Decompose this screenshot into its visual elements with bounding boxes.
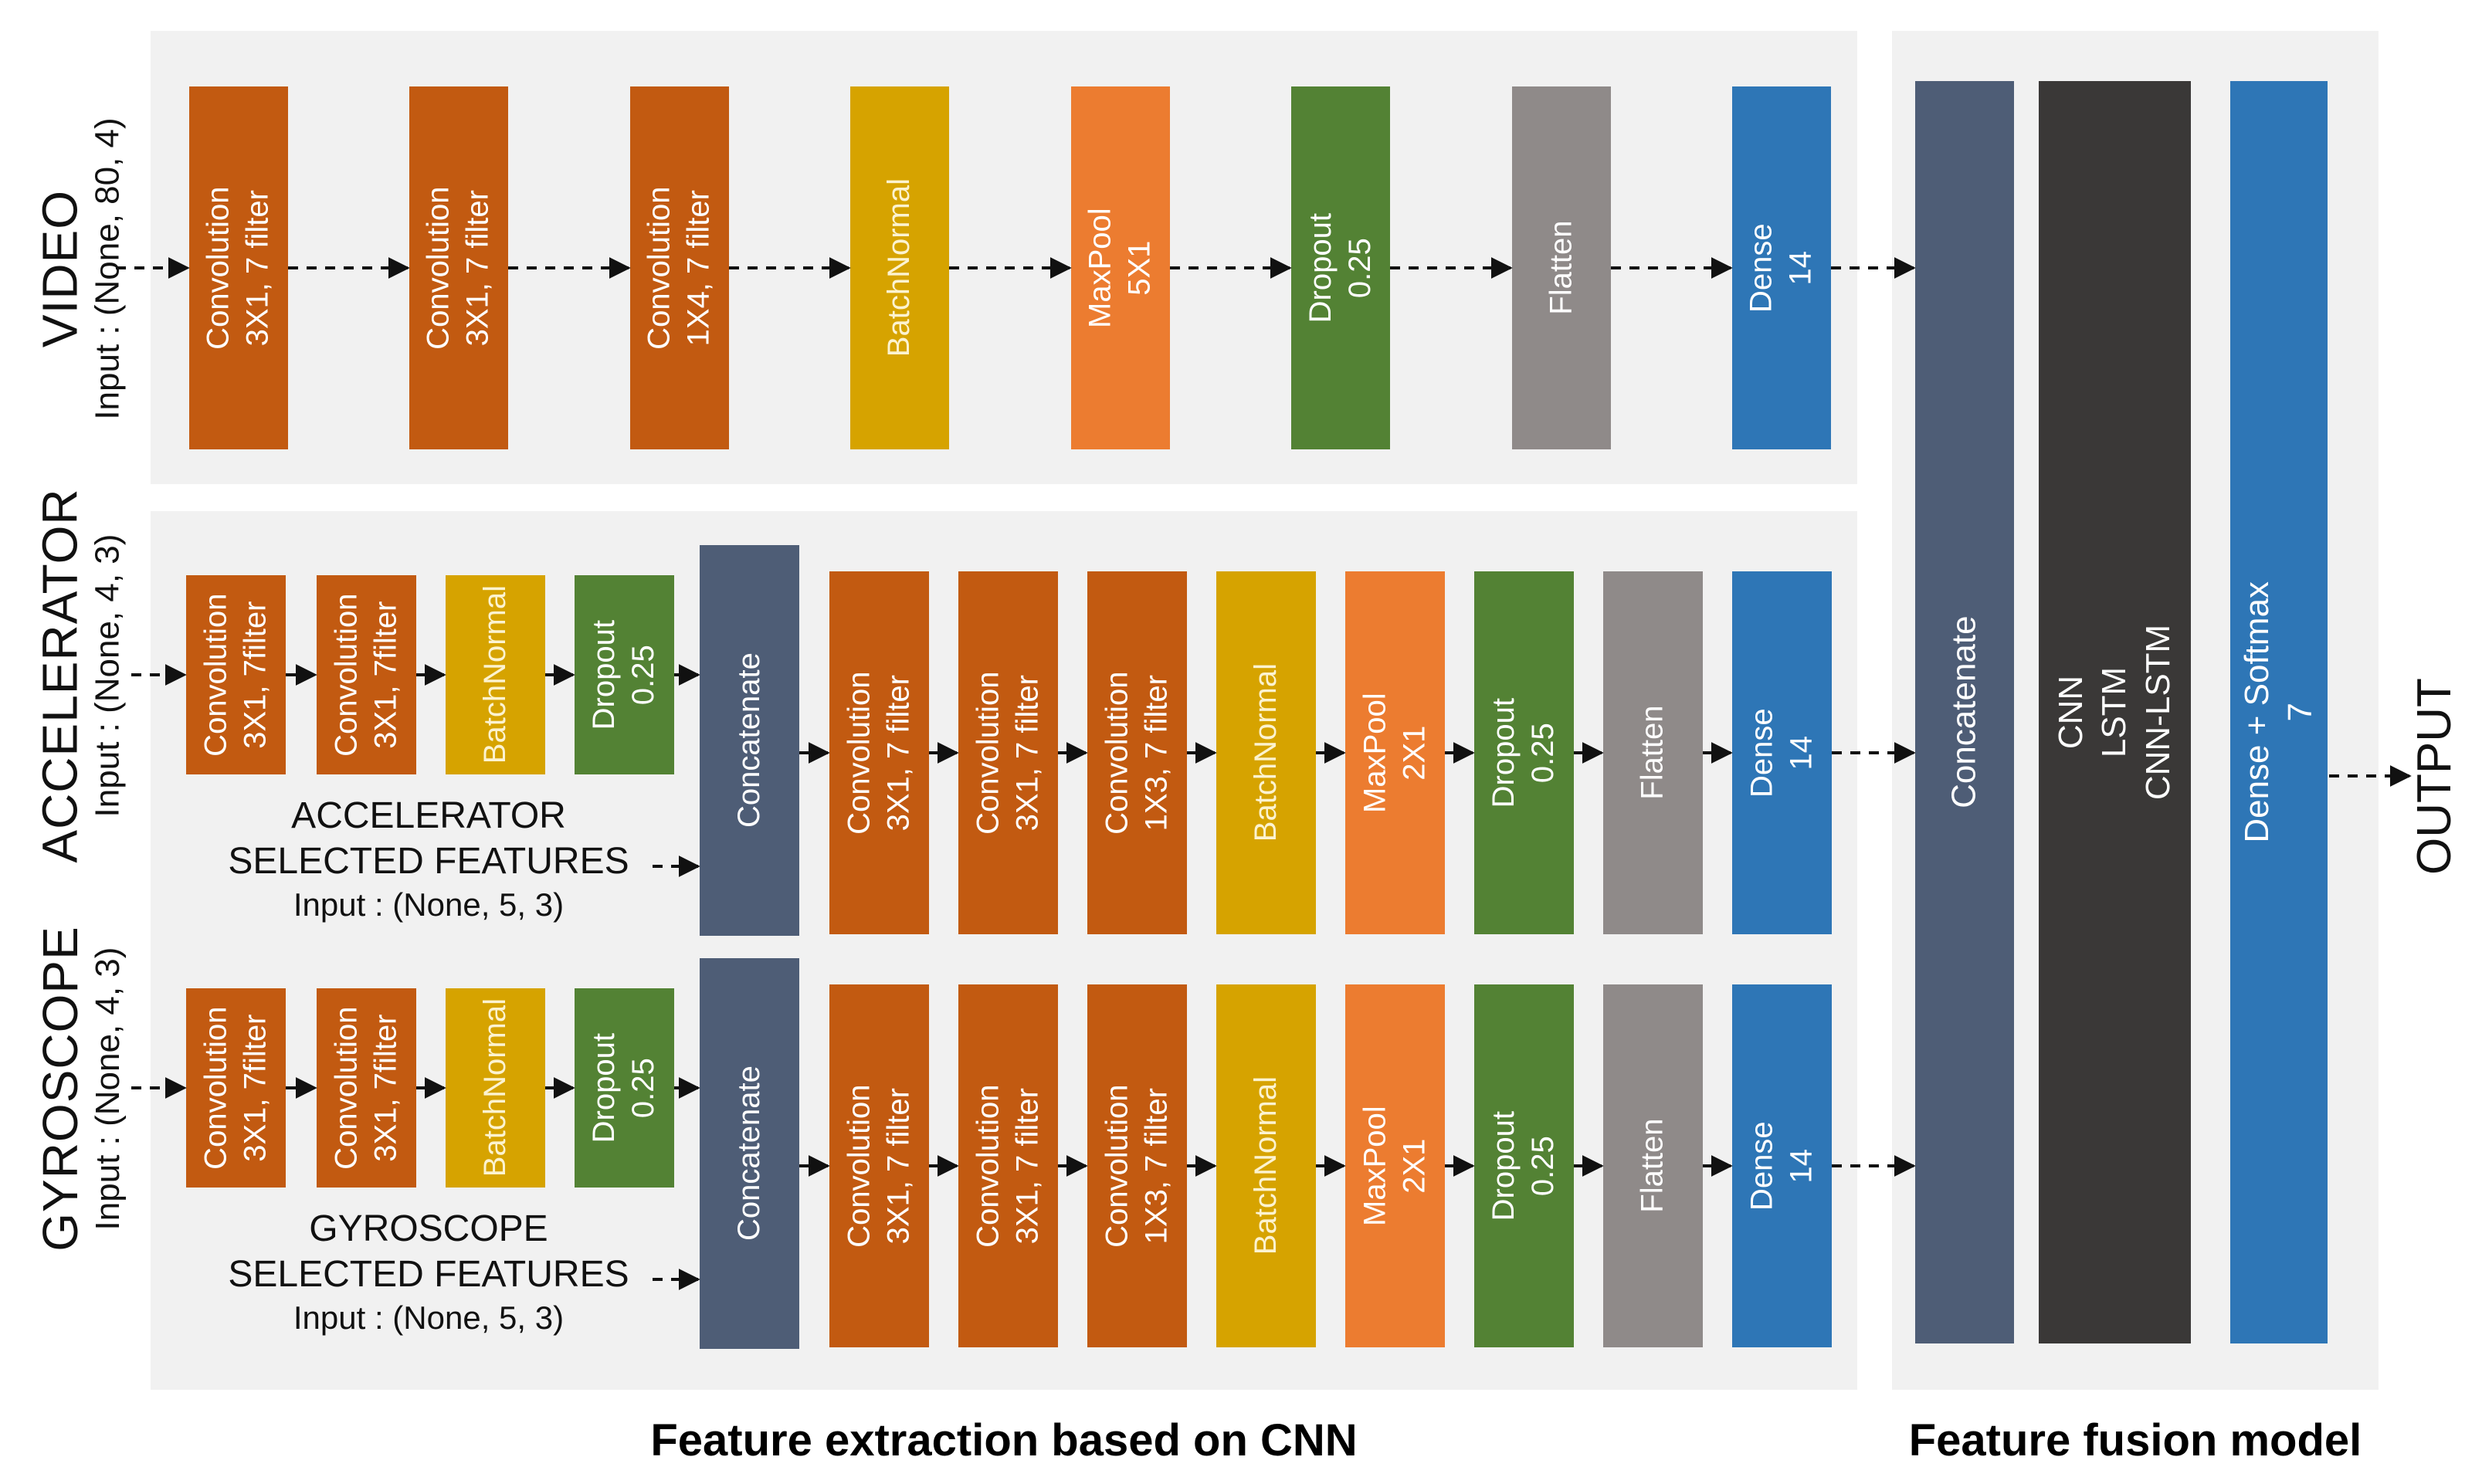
layer-label: Concatenate <box>731 652 766 828</box>
output-label-text: OUTPUT <box>2407 677 2461 875</box>
gyroscope-selected-features: GYROSCOPE SELECTED FEATURES Input : (Non… <box>228 1208 629 1337</box>
accel-layer-batchnormal2: BatchNormal <box>1216 571 1316 934</box>
layer-label: BatchNormal <box>1248 663 1283 842</box>
accel-concatenate: Concatenate <box>700 545 799 936</box>
layer-label: Concatenate <box>731 1066 766 1242</box>
layer-label: BatchNormal <box>477 585 512 764</box>
gyro-layer-batchnormal2: BatchNormal <box>1216 984 1316 1347</box>
layer-label: BatchNormal <box>477 998 512 1177</box>
gyro-layer-batchnormal: BatchNormal <box>446 988 545 1188</box>
layer-label: Flatten <box>1635 1118 1670 1214</box>
fusion-concatenate: Concatenate <box>1915 81 2014 1343</box>
gyro-concatenate: Concatenate <box>700 958 799 1349</box>
layer-label: Flatten <box>1635 705 1670 801</box>
layer-label: Concatenate <box>1945 615 1983 809</box>
caption-feature-fusion: Feature fusion model <box>1908 1415 2362 1465</box>
caption-feature-extraction: Feature extraction based on CNN <box>650 1415 1358 1465</box>
output-label: OUTPUT <box>2386 568 2482 984</box>
layer-label: BatchNormal <box>882 178 917 357</box>
layer-label: Flatten <box>1544 220 1578 316</box>
accelerator-selected-features: ACCELERATOR SELECTED FEATURES Input : (N… <box>228 795 629 923</box>
layer-label: BatchNormal <box>1248 1076 1283 1255</box>
gyro-layer-flatten: Flatten <box>1603 984 1703 1347</box>
video-layer-flatten: Flatten <box>1512 86 1611 449</box>
accel-layer-batchnormal: BatchNormal <box>446 575 545 774</box>
accel-layer-flatten: Flatten <box>1603 571 1703 934</box>
video-layer-batchnormal: BatchNormal <box>850 86 949 449</box>
